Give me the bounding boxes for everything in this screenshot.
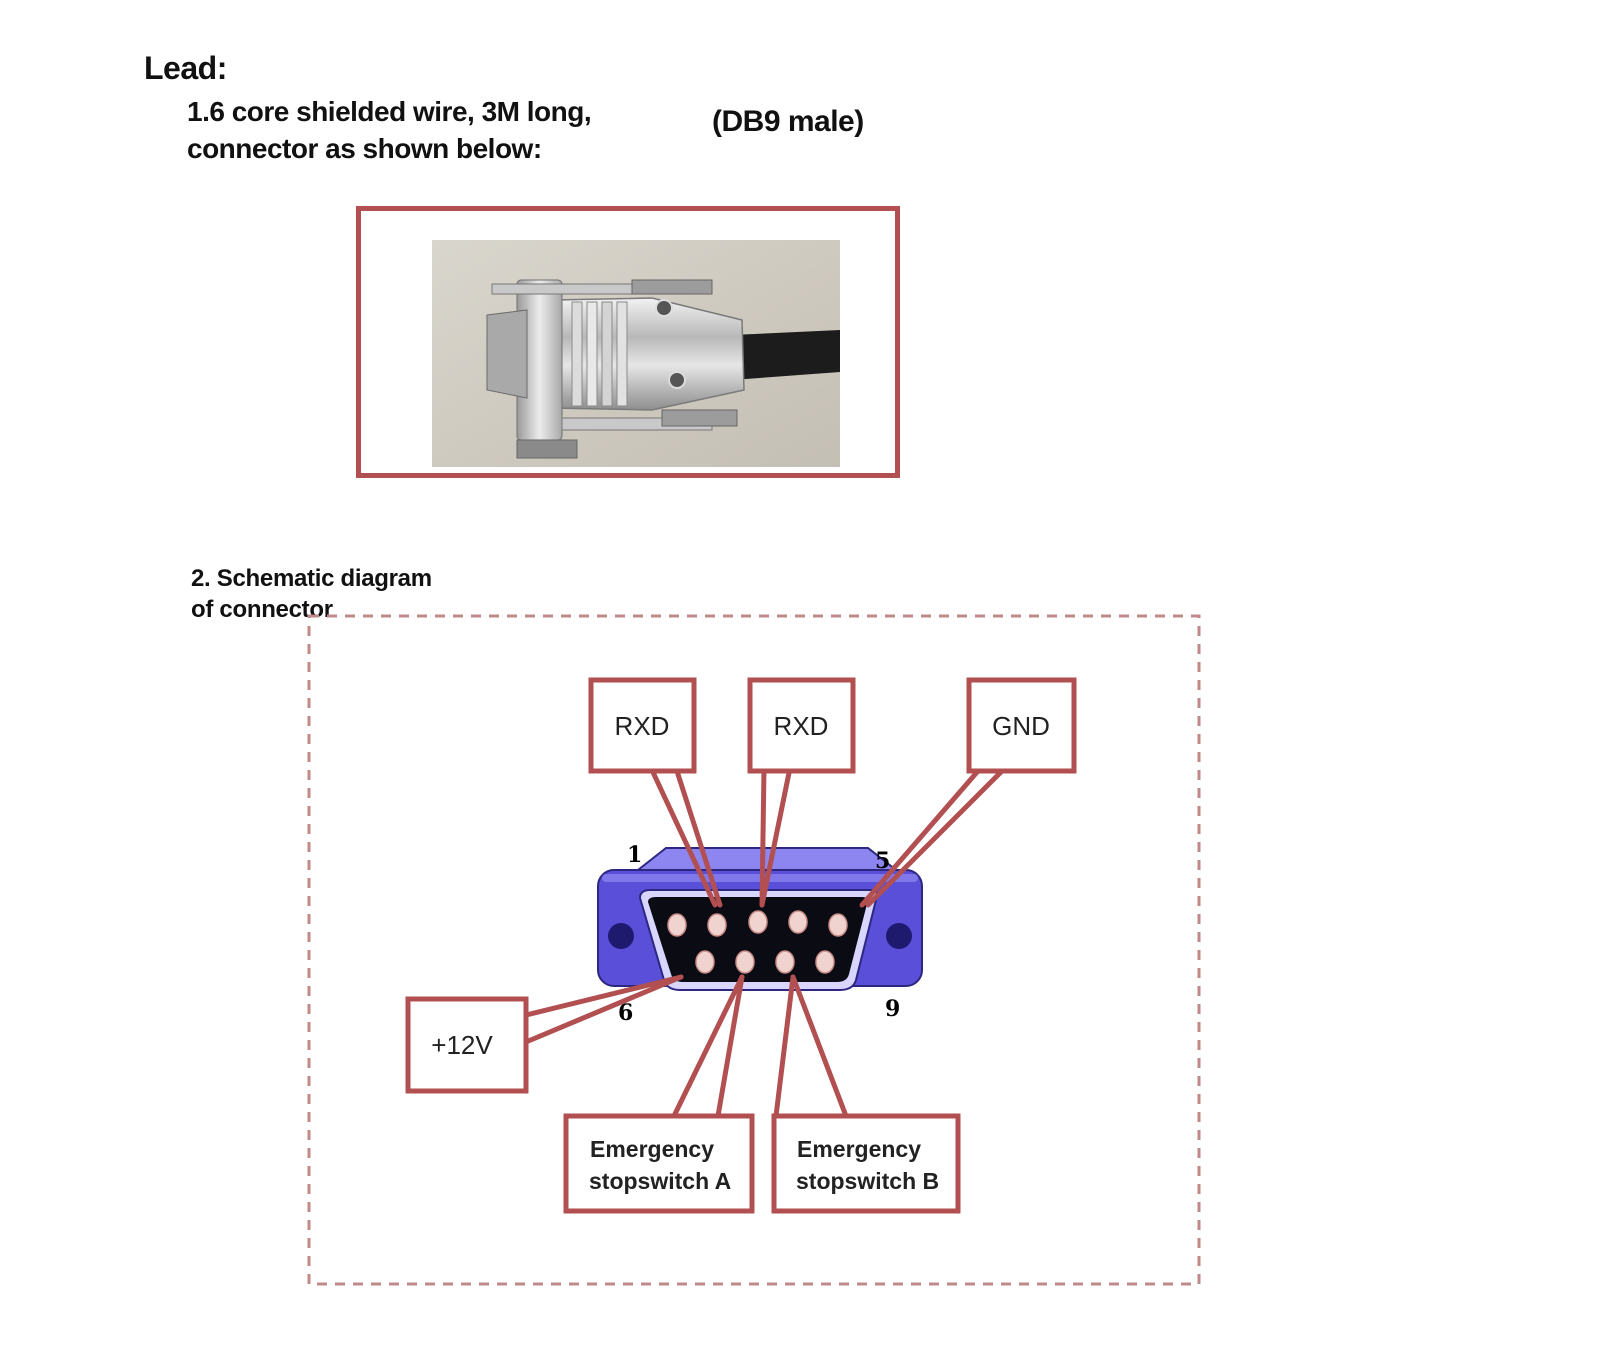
item1-line2: connector as shown below:: [187, 133, 542, 164]
section2-line1: 2. Schematic diagram: [191, 565, 432, 592]
heading-lead: Lead:: [144, 50, 227, 86]
label-box-12v: [405, 996, 529, 1094]
label-box-rxd-2: [747, 677, 856, 774]
label-12v: +12V: [431, 1030, 493, 1060]
db9-connector-photo: [432, 240, 840, 467]
label-estop-a-line1: Emergency: [590, 1136, 714, 1162]
label-box-gnd: [966, 677, 1077, 774]
db9-male-connector-icon: [597, 847, 923, 991]
label-estop-a-line2: stopswitch A: [589, 1168, 731, 1194]
pin-number-6: 6: [618, 1000, 633, 1026]
label-box-estop-b: [771, 1113, 961, 1214]
schematic-border: [307, 614, 1201, 1286]
label-box-estop-a: [563, 1113, 755, 1214]
pin-number-5: 5: [875, 848, 890, 874]
pin-number-1: 1: [627, 842, 642, 868]
label-rxd-1: RXD: [615, 711, 670, 741]
pin-number-9: 9: [885, 996, 900, 1022]
callout-leaders: [523, 765, 1005, 1119]
label-gnd: GND: [992, 711, 1050, 741]
label-estop-b-line1: Emergency: [797, 1136, 921, 1162]
label-estop-b-line2: stopswitch B: [796, 1168, 939, 1194]
section2-line2: of connector: [191, 596, 333, 623]
item1-line1: 1.6 core shielded wire, 3M long,: [187, 96, 592, 127]
label-rxd-2: RXD: [774, 711, 829, 741]
label-box-rxd-1: [588, 677, 697, 774]
connector-type: (DB9 male): [712, 105, 864, 138]
